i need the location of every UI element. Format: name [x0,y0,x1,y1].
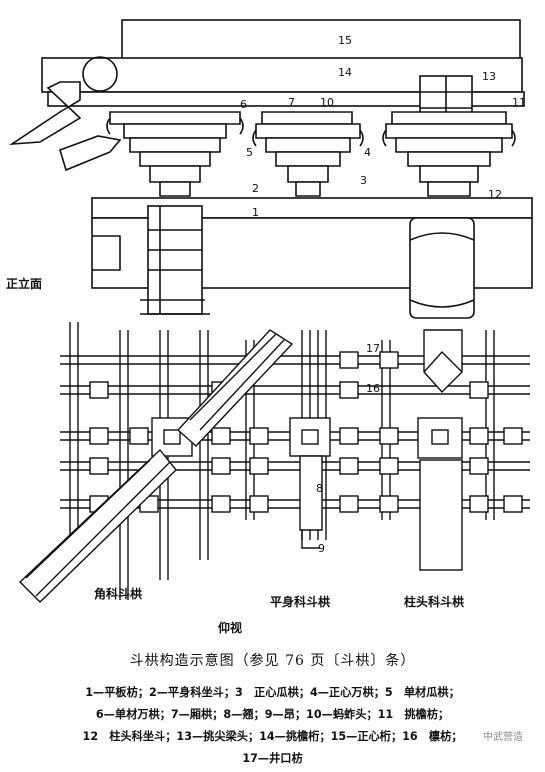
ridge-purlin [121,19,521,63]
legend-line-2: 6—单材万栱；7—厢栱；8—翘；9—昂；10—蚂蚱头；11 挑檐枋； [95,708,450,721]
legend-line-4: 17—井口枋 [242,752,303,765]
column [409,217,475,319]
callout-3: 3 [360,174,367,187]
callout-7: 7 [288,96,295,109]
bracket-set-diagram: 15 14 13 11 6 7 10 4 5 3 2 12 1 17 16 8 … [6,19,533,635]
callout-16: 16 [366,382,380,395]
callout-17: 17 [366,342,380,355]
corner-bracket [106,111,244,197]
figure-caption: 斗栱构造示意图（参见 76 页〔斗栱〕条） [129,653,416,669]
callout-15: 15 [338,34,352,47]
watermark: 中武营造 [483,732,523,743]
callout-11: 11 [512,96,526,109]
corner-eave-lower [59,135,122,172]
callout-1: 1 [252,206,259,219]
callout-6: 6 [240,98,247,111]
label-corner: 角科斗栱 [94,586,142,601]
eave-tie-beam [47,91,525,107]
callout-14: 14 [338,66,352,79]
callout-4: 4 [364,146,371,159]
label-bottom-view: 仰视 [218,620,242,635]
plan-view [18,322,530,603]
callout-12: 12 [488,188,502,201]
purlin-end [82,56,118,92]
intermediate-seat-block [289,417,331,457]
corner-eave [9,81,82,146]
label-intermediate: 平身科斗栱 [270,594,330,609]
callout-13: 13 [482,70,496,83]
legend-line-3: 12 柱头科坐斗；13—挑尖梁头；14—挑檐桁；15—正心桁；16 檩枋； [82,730,463,743]
callout-10: 10 [320,96,334,109]
label-column: 柱头科斗栱 [404,594,464,609]
callout-9: 9 [318,542,325,555]
intermediate-bracket [252,111,364,197]
callout-8: 8 [316,482,323,495]
eave-purlin [41,57,523,93]
callout-2: 2 [252,182,259,195]
legend-line-1: 1—平板枋；2—平身科坐斗；3 正心瓜栱；4—正心万栱；5 单材瓜栱； [85,686,460,699]
callout-5: 5 [246,146,253,159]
column-seat-block [417,417,463,459]
corner-column [147,205,203,315]
label-elevation: 正立面 [6,276,42,291]
column-bracket [382,111,516,197]
